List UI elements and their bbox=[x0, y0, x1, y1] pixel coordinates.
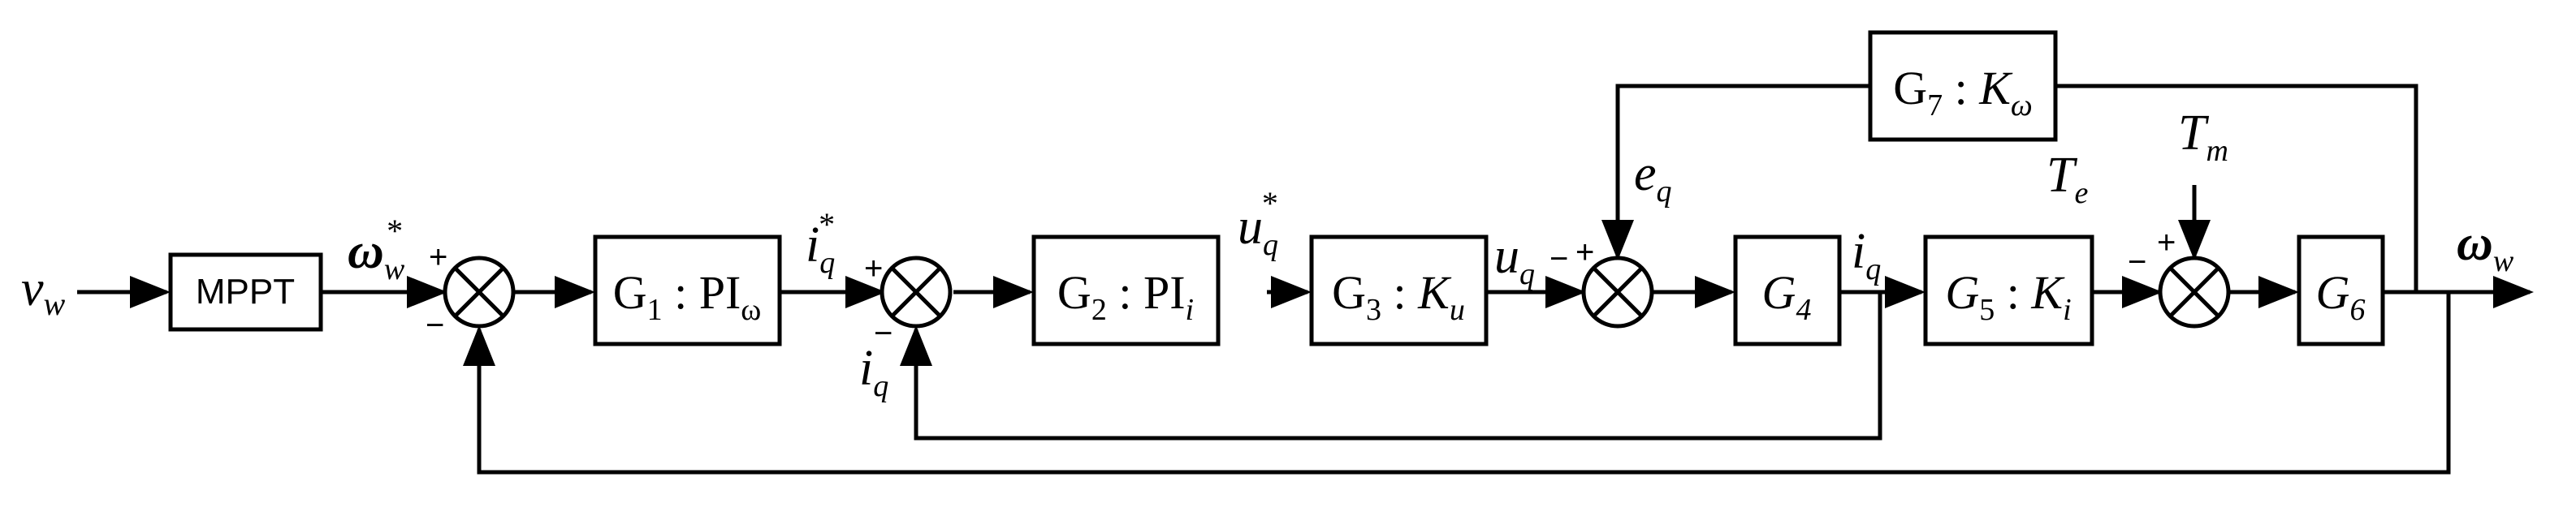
g1-block: G1 : PIω bbox=[593, 234, 782, 346]
signal-omega-ref: ωw* bbox=[348, 213, 405, 286]
summing-junction-current bbox=[880, 256, 953, 329]
svg-text:G3 : Ku: G3 : Ku bbox=[1332, 266, 1465, 327]
signal-omega-out: ωw bbox=[2457, 216, 2514, 278]
sign-minus-speed: − bbox=[426, 307, 444, 343]
signal-iq-feedback: iq bbox=[859, 341, 888, 403]
g6-block: G6 bbox=[2297, 234, 2385, 346]
summing-junction-speed bbox=[443, 256, 516, 329]
g2-block: G2 : PIi bbox=[1031, 234, 1221, 346]
signal-tm: Tm bbox=[2178, 105, 2228, 168]
g3-block: G3 : Ku bbox=[1309, 234, 1489, 346]
signal-iq-ref: iq* bbox=[806, 206, 835, 280]
signal-uq: uq bbox=[1494, 229, 1535, 291]
svg-text:G2 : PIi: G2 : PIi bbox=[1057, 266, 1194, 327]
summing-junction-voltage bbox=[1581, 256, 1654, 329]
g7-block: G7 : Kω bbox=[1868, 30, 2058, 142]
g4-block: G4 bbox=[1733, 234, 1842, 346]
svg-text:G4: G4 bbox=[1762, 266, 1812, 327]
signal-uq-ref: uq* bbox=[1238, 185, 1278, 262]
sign-plus-speed: + bbox=[429, 239, 447, 275]
svg-text:G6: G6 bbox=[2316, 266, 2366, 327]
signal-te: Te bbox=[2047, 148, 2088, 210]
summing-junction-torque bbox=[2158, 256, 2231, 329]
svg-text:MPPT: MPPT bbox=[196, 272, 295, 312]
sign-plus-torque: + bbox=[2157, 225, 2176, 260]
sign-plus-voltage: + bbox=[1575, 234, 1594, 270]
signal-eq: eq bbox=[1634, 146, 1672, 209]
signal-wires bbox=[77, 84, 2534, 475]
signal-vw: vw bbox=[21, 261, 66, 322]
svg-text:G7 : Kω: G7 : Kω bbox=[1893, 62, 2033, 123]
g5-block: G5 : Ki bbox=[1923, 234, 2094, 346]
svg-text:G1 : PIω: G1 : PIω bbox=[613, 266, 762, 327]
mppt-block: MPPT bbox=[168, 252, 323, 332]
sign-minus-voltage: − bbox=[1549, 241, 1568, 277]
signal-iq-out: iq bbox=[1852, 224, 1881, 286]
sign-minus-torque: − bbox=[2128, 244, 2146, 280]
sign-minus-current: − bbox=[874, 316, 893, 351]
sign-plus-current: + bbox=[864, 251, 883, 286]
svg-text:G5 : Ki: G5 : Ki bbox=[1945, 266, 2071, 327]
